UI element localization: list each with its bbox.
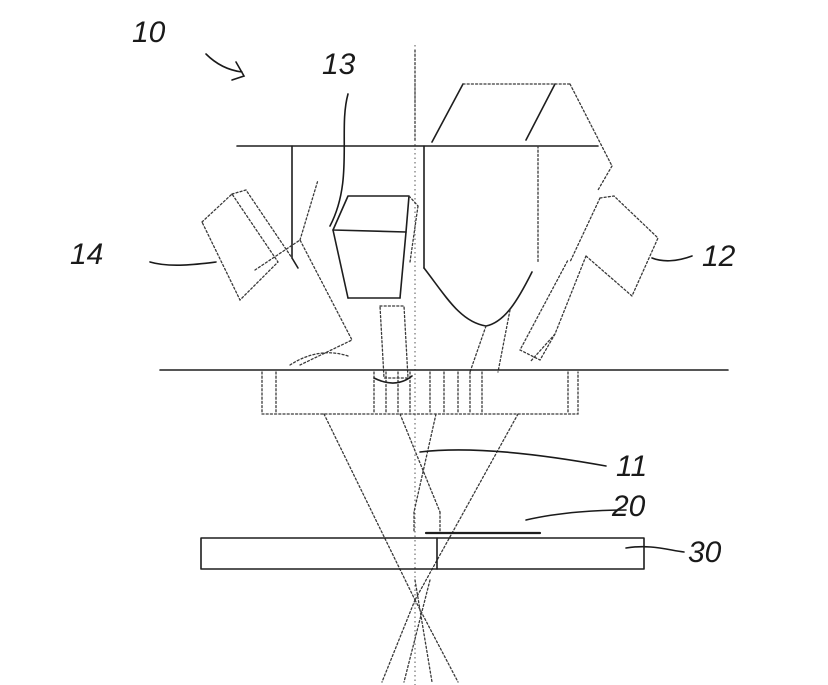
substrate	[200, 537, 645, 570]
camera-center	[332, 195, 419, 379]
beam-cone	[323, 413, 519, 683]
leader-lines	[149, 53, 693, 553]
label-11: 11	[616, 450, 647, 483]
camera-left	[201, 179, 353, 366]
label-30: 30	[688, 536, 722, 569]
label-12: 12	[702, 240, 736, 273]
upper-housing	[291, 145, 539, 373]
top-prism	[431, 83, 613, 191]
lens-block	[261, 371, 579, 415]
label-13: 13	[322, 48, 356, 81]
label-20: 20	[611, 490, 646, 523]
label-14: 14	[70, 238, 103, 271]
camera-right	[519, 195, 659, 363]
label-10: 10	[132, 16, 166, 49]
